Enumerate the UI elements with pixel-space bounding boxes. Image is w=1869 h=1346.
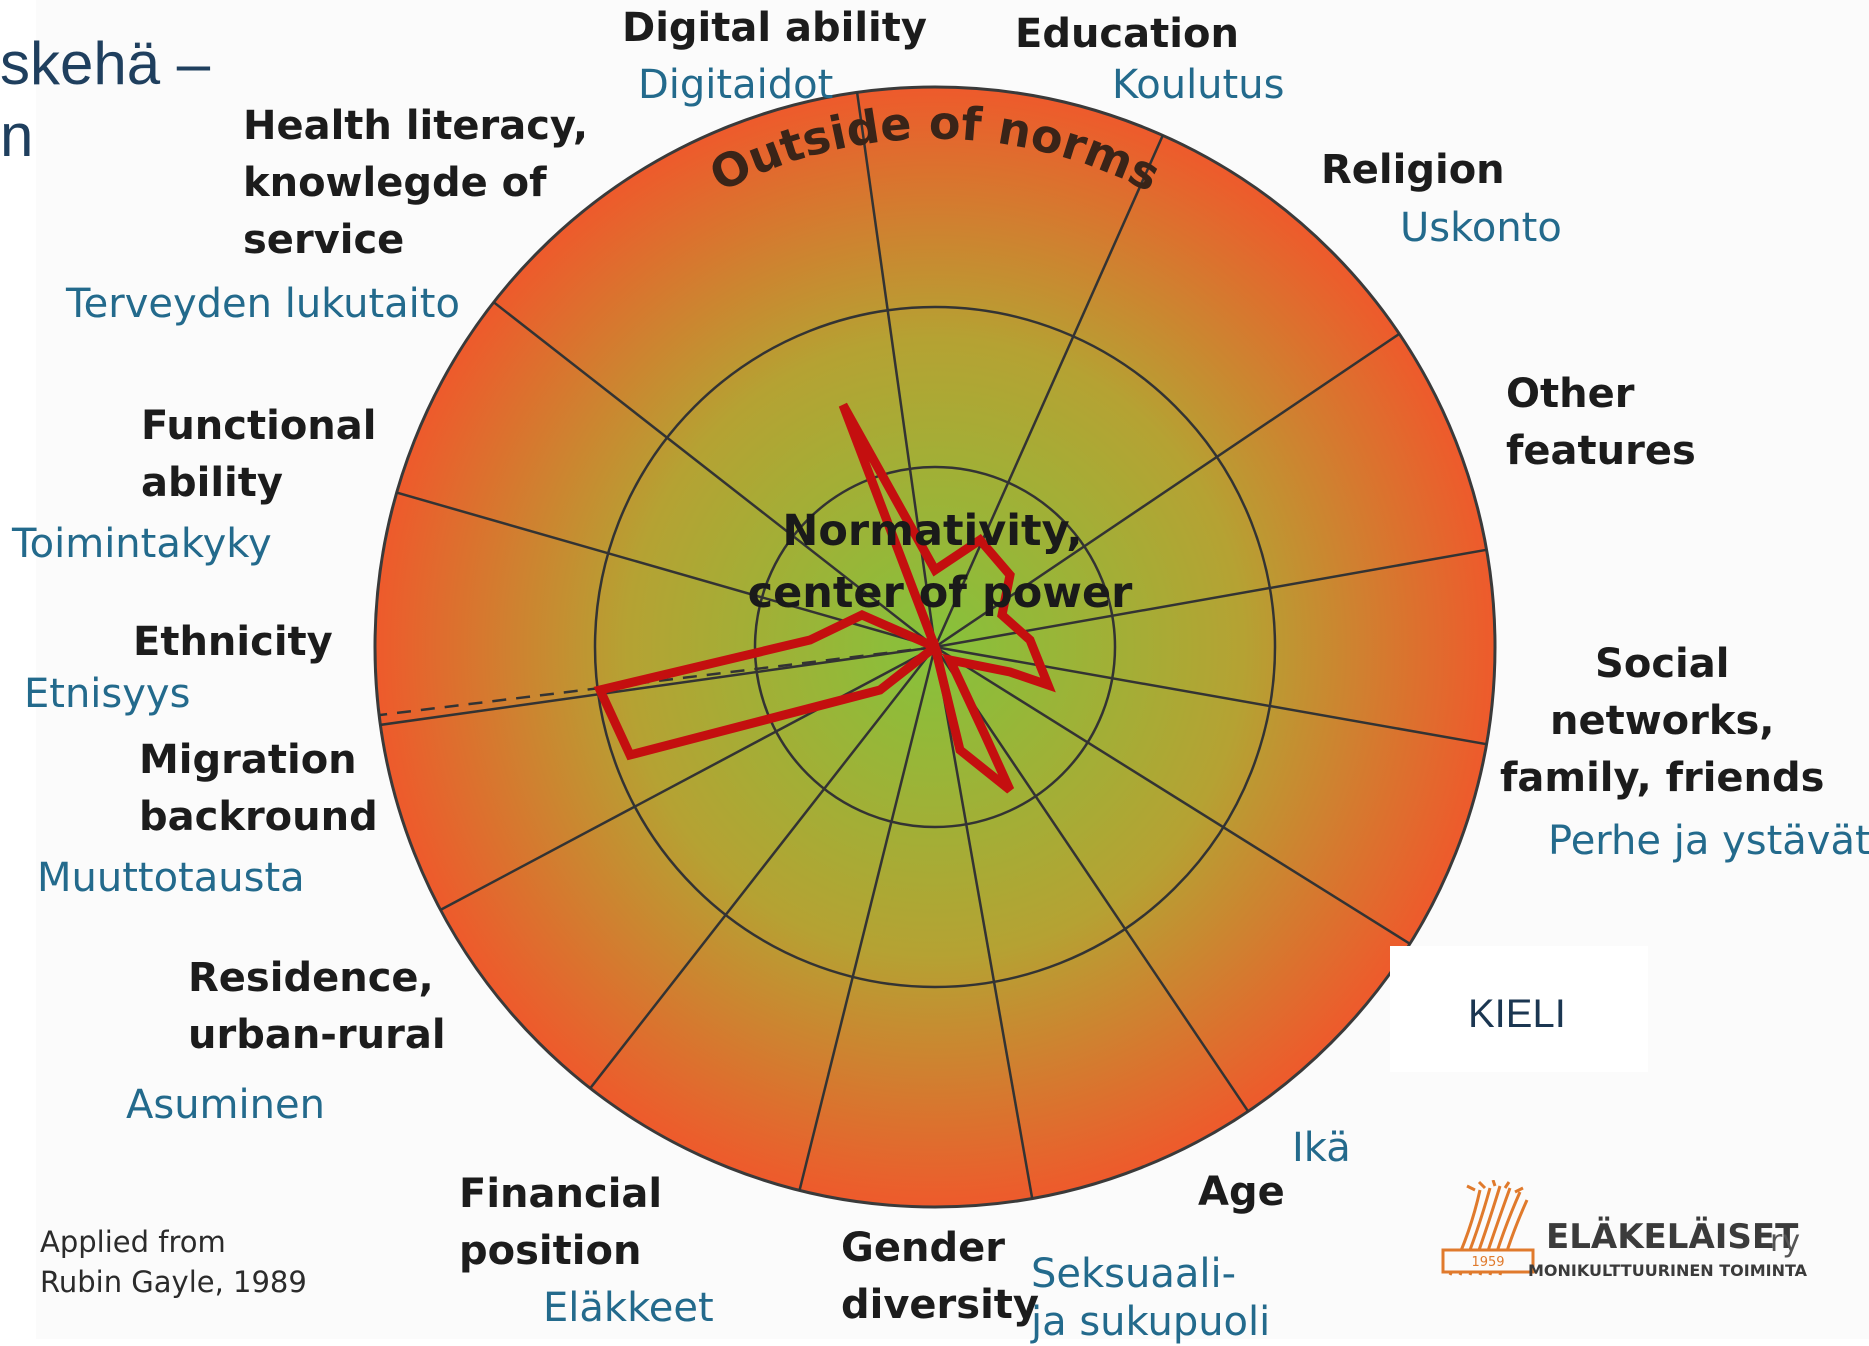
source-credit: Applied from Rubin Gayle, 1989	[40, 1225, 307, 1299]
ethnicity-finnish-label: Etnisyys	[24, 671, 191, 717]
elakelaiset-logo: 1959	[1441, 1180, 1535, 1276]
language-label: KIELI	[1468, 992, 1566, 1036]
wheel-spoke	[933, 646, 1034, 1199]
wheel-spoke	[934, 645, 1487, 746]
gender-diversity-finnish-label: Seksuaali- ja sukupuoli	[1031, 1251, 1271, 1345]
language-dashed-spoke	[379, 645, 936, 717]
logo-subtitle: MONIKULTTUURINEN TOIMINTA	[1528, 1261, 1808, 1280]
functional-ability-label: Functional ability	[141, 403, 377, 506]
social-networks-finnish-label: Perhe ja ystävät	[1548, 818, 1869, 864]
logo-year: 1959	[1471, 1255, 1504, 1270]
slide-title-fragment: skehä – n	[0, 30, 211, 169]
wheel-spoke	[798, 646, 937, 1191]
ethnicity-label: Ethnicity	[133, 619, 333, 665]
wheel-spoke	[380, 645, 936, 727]
education-finnish-label: Koulutus	[1112, 62, 1285, 108]
financial-position-finnish-label: Eläkkeet	[543, 1285, 714, 1331]
wheat-sheaf-icon	[1441, 1180, 1535, 1276]
wheel-spoke	[934, 548, 1487, 649]
wheel-ring-outer	[593, 305, 1277, 989]
wheel-spoke	[934, 332, 1400, 649]
wheel-spoke	[933, 646, 1250, 1112]
digital-ability-label: Digital ability	[622, 5, 927, 51]
financial-position-label: Financial position	[459, 1171, 663, 1274]
wheel-spoke	[933, 134, 1164, 648]
age-label: Age	[1198, 1169, 1285, 1215]
migration-background-finnish-label: Muuttotausta	[37, 855, 305, 901]
logo-suffix: ry	[1770, 1224, 1801, 1259]
residence-finnish-label: Asuminen	[126, 1082, 325, 1128]
wheel-spoke	[589, 646, 936, 1090]
religion-finnish-label: Uskonto	[1400, 205, 1562, 251]
wheel-spokes	[380, 92, 1487, 1199]
wheel-ring-inner	[753, 465, 1117, 829]
health-literacy-label: Health literacy, knowlegde of service	[243, 103, 589, 263]
education-label: Education	[1015, 11, 1239, 57]
other-features-label: Other features	[1506, 371, 1696, 474]
center-of-power-label: Normativity, center of power	[748, 506, 1134, 618]
wheel-spoke	[934, 645, 1411, 945]
religion-label: Religion	[1321, 147, 1505, 193]
language-box	[1390, 946, 1648, 1072]
health-literacy-finnish-label: Terveyden lukutaito	[66, 281, 460, 327]
residence-label: Residence, urban-rural	[188, 955, 446, 1058]
age-finnish-label: Ikä	[1292, 1125, 1351, 1171]
migration-background-label: Migration backround	[139, 737, 378, 840]
logo-name: ELÄKELÄISET	[1546, 1217, 1799, 1257]
wheel-spoke	[492, 301, 936, 648]
gender-diversity-label: Gender diversity	[841, 1225, 1039, 1328]
personal-profile-shape	[593, 402, 1056, 794]
social-networks-label: Social networks, family, friends	[1500, 641, 1825, 801]
digital-ability-finnish-label: Digitaidot	[638, 62, 834, 108]
wheel-spoke	[439, 645, 936, 912]
functional-ability-finnish-label: Toimintakyky	[12, 521, 272, 567]
